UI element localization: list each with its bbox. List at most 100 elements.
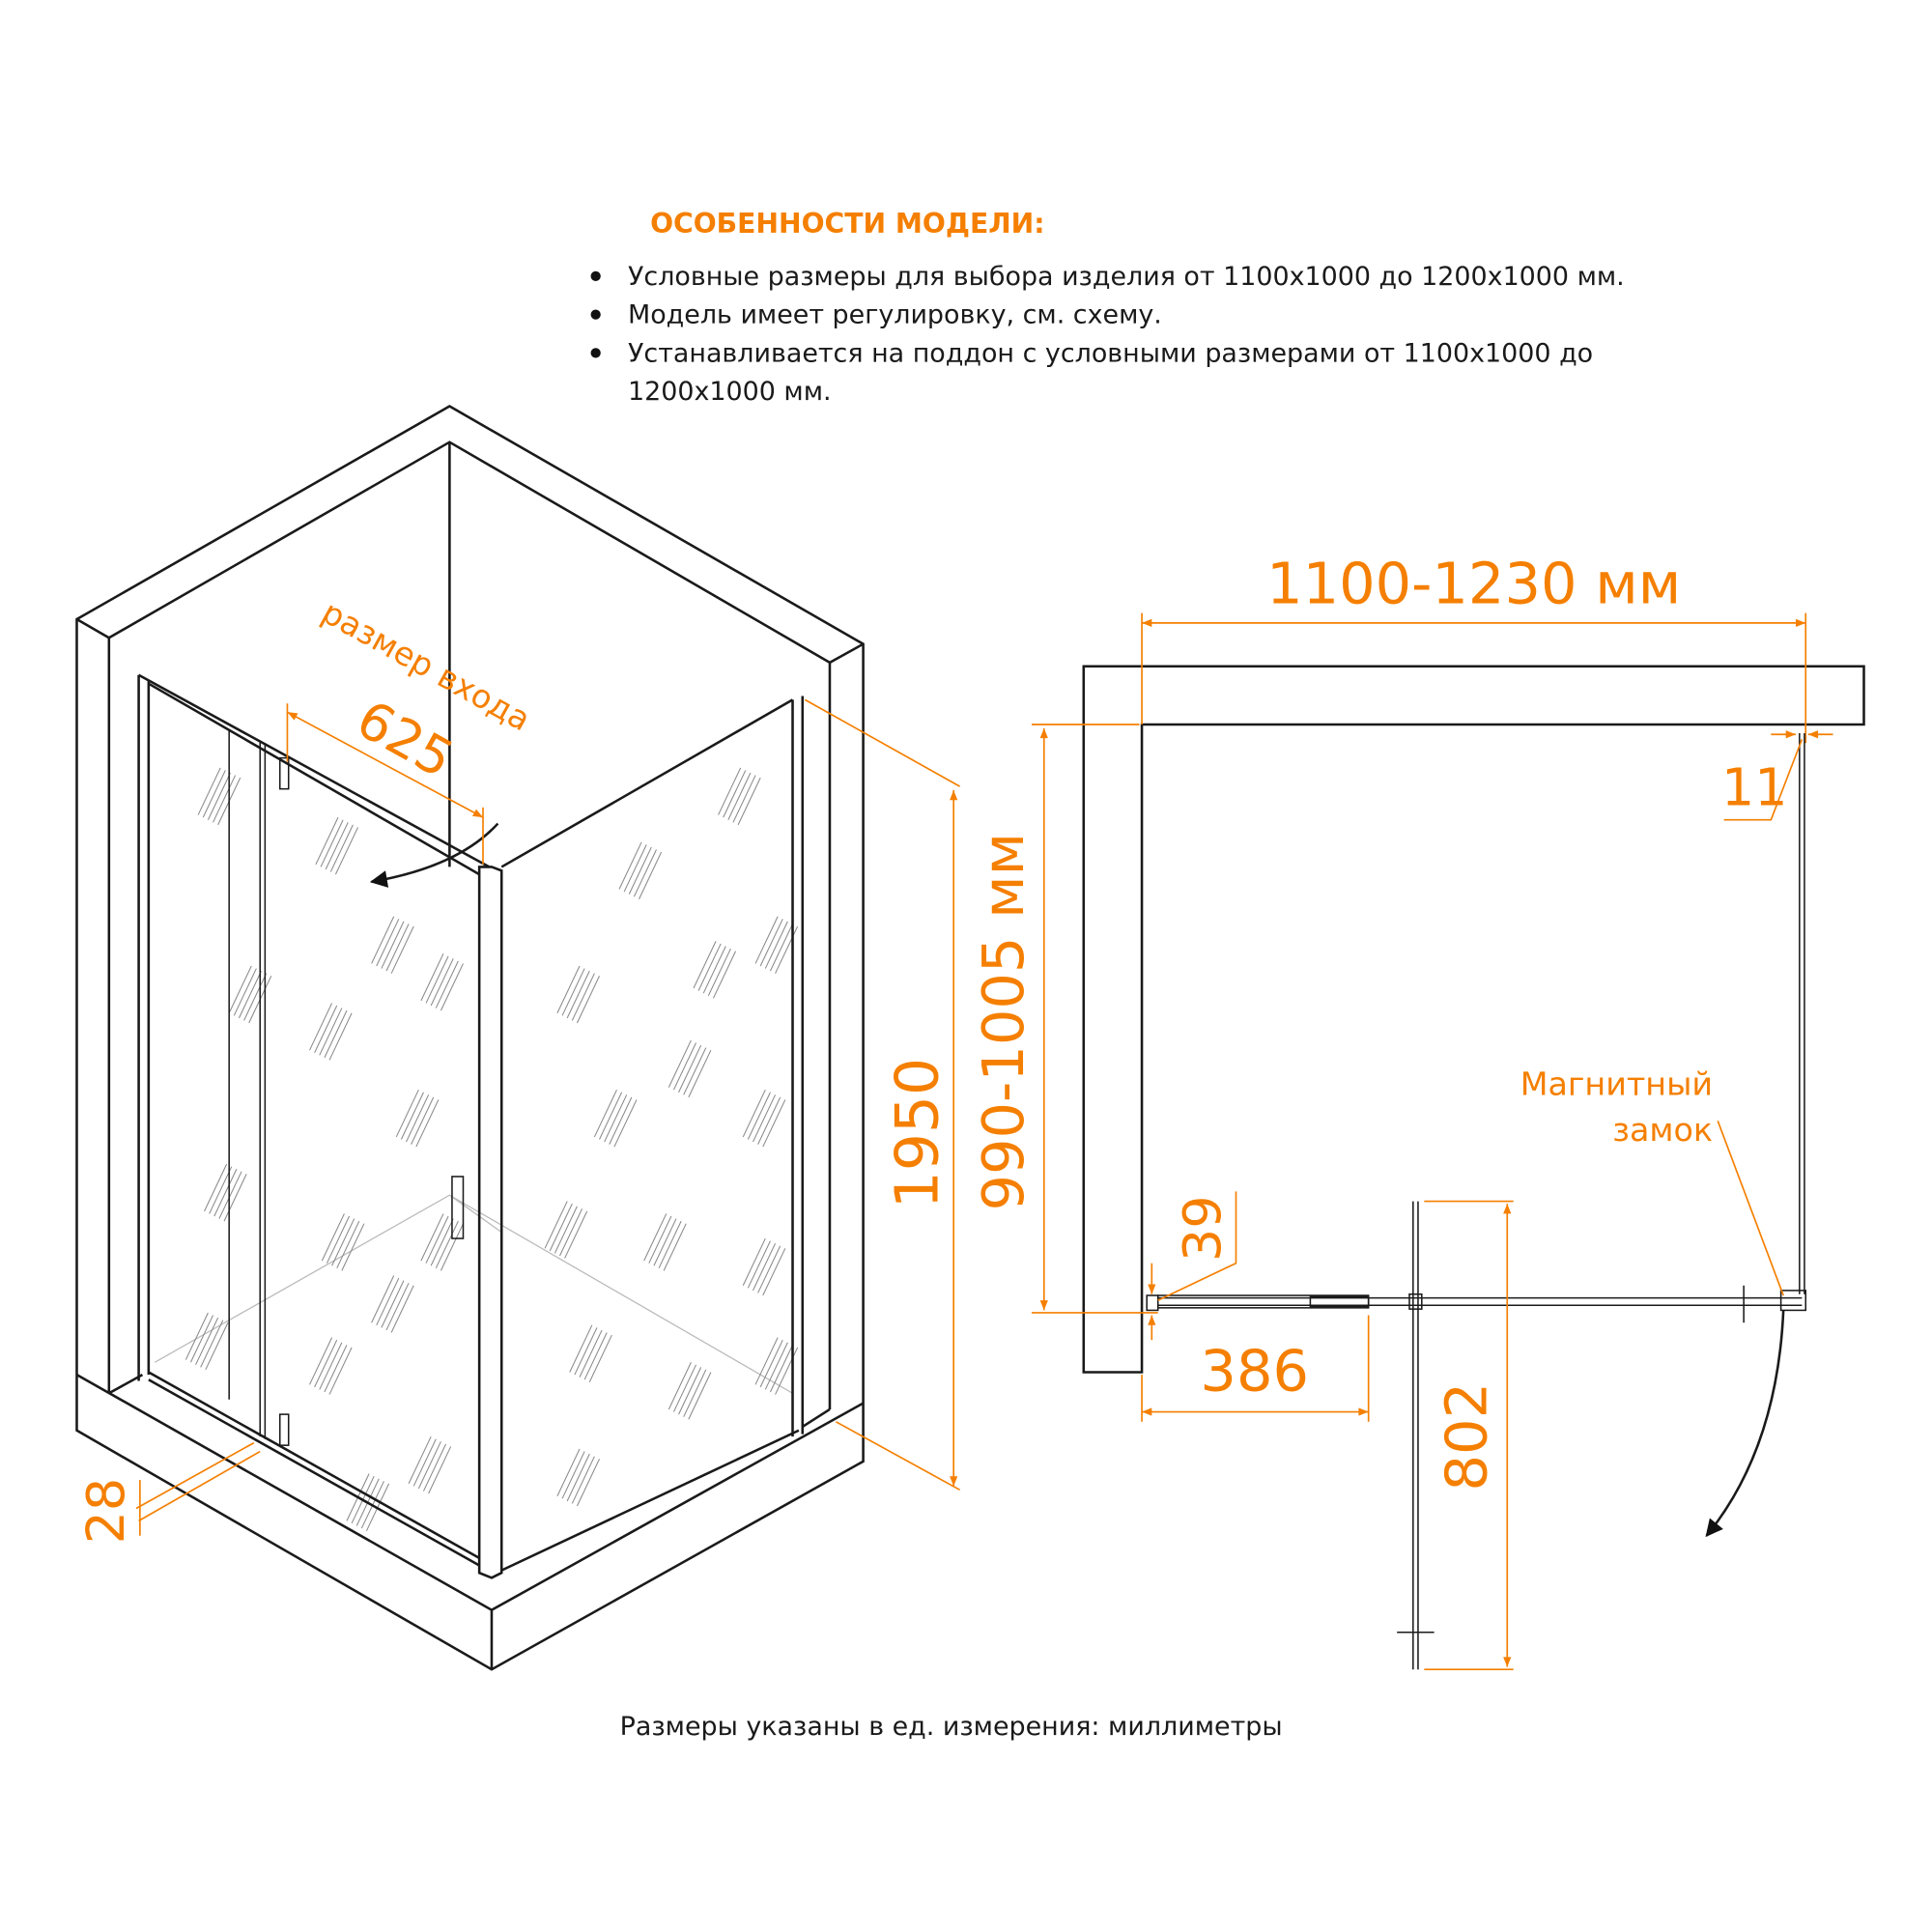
glass-hatch-mark	[204, 1163, 228, 1212]
glass-hatch-mark	[613, 1099, 638, 1148]
glass-hatch-mark	[205, 1322, 229, 1371]
glass-hatch-mark	[440, 1223, 464, 1271]
glass-hatch-mark	[653, 1218, 677, 1266]
glass-hatch-mark	[420, 952, 444, 1002]
isometric-view: 625 размер входа 1950 28	[75, 405, 960, 1671]
glass-hatch-mark	[764, 1342, 788, 1390]
glass-hatch-mark	[412, 1438, 437, 1487]
glass-hatch-mark	[579, 1329, 603, 1378]
glass-hatch-mark	[668, 1362, 692, 1410]
features-block: ОСОБЕННОСТИ МОДЕЛИ: Условные размеры для…	[590, 208, 1625, 407]
glass-hatch-mark	[571, 1456, 595, 1504]
glass-hatch-mark	[769, 923, 793, 972]
glass-hatch-mark	[742, 1089, 766, 1138]
glass-hatch-mark	[764, 921, 788, 969]
glass-hatch-mark	[336, 1220, 360, 1269]
glass-hatch-mark	[593, 1089, 617, 1138]
glass-hatch-mark	[747, 1240, 771, 1289]
glass-hatch-mark	[325, 822, 349, 870]
width-dimension: 1100-1230 мм	[1141, 550, 1807, 744]
glass-hatch-mark	[759, 1339, 783, 1388]
plan-view: 1100-1230 мм 990-1005 мм 11	[970, 550, 1865, 1671]
glass-hatch-mark	[569, 1324, 593, 1373]
side-panel	[1799, 732, 1805, 1294]
glass-hatch-mark	[341, 1223, 365, 1271]
glass-hatch-mark	[213, 1169, 238, 1217]
glass-hatch-mark	[371, 1275, 395, 1323]
glass-hatch-mark	[435, 960, 459, 1009]
glass-hatch-mark	[747, 1092, 771, 1140]
gap-value: 11	[1721, 756, 1788, 817]
magnet-label-line2: замок	[1612, 1111, 1713, 1149]
glass-hatch-mark	[556, 1448, 581, 1496]
glass-hatch-mark	[633, 849, 657, 897]
glass-hatch-mark	[618, 841, 642, 890]
door-swing-arrow-icon	[369, 822, 499, 888]
glass-hatch-mark	[218, 1171, 242, 1219]
height-dimension: 1950	[804, 698, 960, 1492]
bullet-icon	[590, 270, 601, 282]
glass-hatch-mark	[314, 1339, 338, 1388]
glass-hatch-mark	[658, 1220, 682, 1269]
glass-hatch-mark	[331, 1218, 355, 1266]
glass-hatch-mark	[737, 777, 761, 826]
height-value: 1950	[883, 1058, 952, 1209]
glass-hatch-mark	[604, 1094, 628, 1143]
glass-hatch-mark	[420, 1213, 444, 1262]
glass-hatch-mark	[574, 1327, 598, 1376]
glass-hatch-mark	[576, 976, 600, 1024]
units-footnote: Размеры указаны в ед. измерения: миллиме…	[620, 1712, 1283, 1742]
features-title: ОСОБЕННОСТИ МОДЕЛИ:	[650, 208, 1044, 240]
glass-hatch-mark	[759, 919, 783, 967]
fixed-panel-value: 386	[1200, 1338, 1309, 1405]
glass-hatch-mark	[566, 970, 590, 1019]
glass-hatch-mark	[707, 948, 731, 996]
glass-hatch-mark	[599, 1092, 623, 1140]
glass-hatch-mark	[334, 827, 358, 875]
glass-hatch-mark	[732, 775, 756, 823]
bullet-icon	[590, 309, 601, 320]
glass-hatch-mark	[415, 1099, 440, 1148]
glass-hatch-mark	[712, 951, 737, 999]
gap-dimension: 11	[1721, 730, 1833, 821]
feature-item: Устанавливается на поддон с условными ра…	[628, 338, 1593, 368]
glass-hatch-mark	[775, 1347, 799, 1395]
glass-hatch-mark	[315, 816, 339, 866]
glass-hatch-mark	[390, 925, 414, 974]
glass-hatch-mark	[571, 973, 595, 1021]
glass-hatch-mark	[623, 844, 647, 893]
glass-hatch-mark	[233, 968, 257, 1016]
threshold-value: 28	[75, 1478, 136, 1544]
glass-pattern	[185, 767, 799, 1531]
glass-hatch-mark	[559, 1208, 583, 1257]
depth-range-value: 990-1005 мм	[970, 833, 1037, 1211]
glass-hatch-mark	[326, 1215, 351, 1264]
bullet-icon	[590, 348, 601, 358]
glass-hatch-mark	[314, 1005, 338, 1053]
door-handle	[451, 1176, 465, 1239]
glass-hatch-mark	[411, 1096, 435, 1145]
glass-hatch-mark	[328, 1012, 353, 1061]
glass-hatch-mark	[672, 1364, 696, 1412]
room-walls	[75, 405, 865, 1671]
feature-item: Модель имеет регулировку, см. схему.	[628, 300, 1162, 330]
glass-hatch-mark	[376, 919, 400, 967]
glass-hatch-mark	[319, 1008, 343, 1056]
glass-hatch-mark	[697, 943, 722, 991]
glass-hatch-mark	[775, 925, 799, 974]
glass-hatch-mark	[422, 1443, 447, 1492]
open-door	[1397, 1201, 1435, 1670]
glass-hatch-mark	[727, 772, 752, 820]
glass-hatch-mark	[385, 923, 410, 972]
glass-hatch-mark	[400, 1092, 424, 1140]
glass-hatch-mark	[309, 1003, 333, 1051]
glass-hatch-mark	[588, 1334, 612, 1382]
magnetic-lock-callout: Магнитный замок	[1520, 1065, 1784, 1296]
glass-hatch-mark	[417, 1441, 441, 1490]
glass-hatch-mark	[742, 1237, 766, 1286]
glass-hatch-mark	[554, 1206, 578, 1254]
glass-hatch-mark	[195, 1317, 219, 1366]
glass-hatch-mark	[549, 1203, 573, 1252]
glass-hatch-mark	[309, 1337, 333, 1385]
